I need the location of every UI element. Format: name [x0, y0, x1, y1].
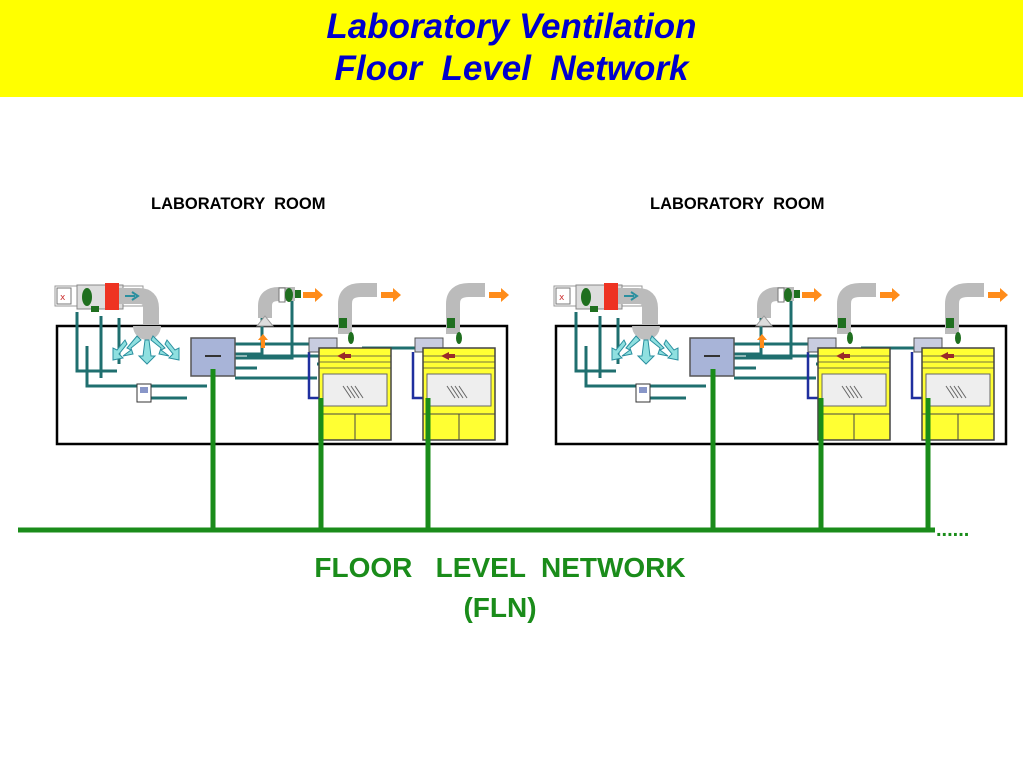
laboratory-room-1 — [55, 283, 509, 444]
room-label-1: LABORATORY ROOM — [151, 195, 326, 213]
fln-label-line-1: FLOOR LEVEL NETWORK — [314, 552, 686, 583]
room-label-2: LABORATORY ROOM — [650, 195, 825, 213]
fln-continuation: ...... — [936, 519, 969, 541]
title-line-1: Laboratory Ventilation — [326, 7, 697, 46]
fln-network — [18, 369, 935, 533]
title-bar — [0, 0, 1023, 97]
fln-label-line-2: (FLN) — [463, 592, 537, 623]
laboratory-room-2 — [554, 283, 1008, 444]
title-line-2: Floor Level Network — [334, 49, 689, 88]
